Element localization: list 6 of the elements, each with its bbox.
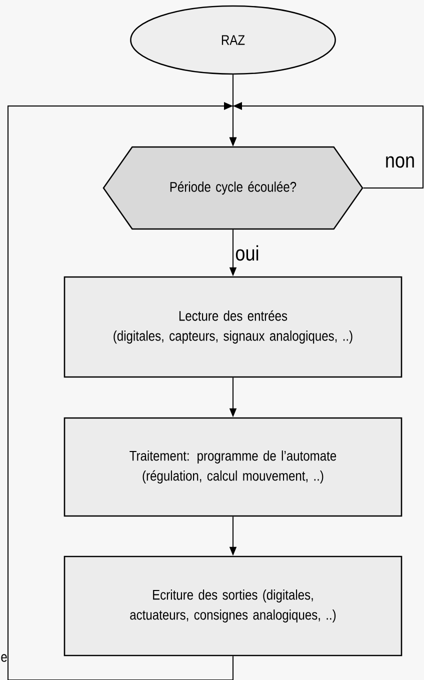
process-box: Traitement: programme de l’automate (régulation, calcul mouvement, ..) bbox=[64, 417, 402, 517]
edge-label: oui bbox=[234, 244, 260, 262]
edge-label: non bbox=[384, 155, 416, 169]
cut-text: e bbox=[1, 654, 7, 662]
process-box: Lecture des entrées (digitales, capteurs, signaux analogiques, ..) bbox=[64, 276, 402, 378]
process-box: Ecriture des sorties (digitales, actuateurs, consignes analogiques, ..) bbox=[64, 556, 402, 656]
